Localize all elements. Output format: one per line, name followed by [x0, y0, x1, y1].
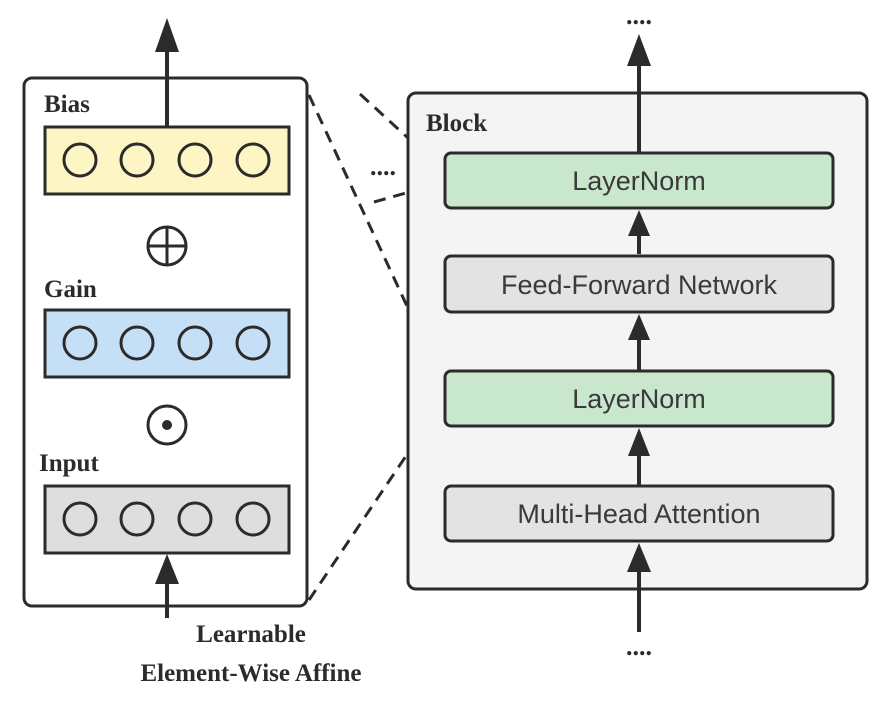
gain-label: Gain — [44, 276, 97, 303]
side-ellipsis: .... — [370, 152, 396, 181]
multi-head-attention-box — [443, 484, 835, 543]
feed-forward-box — [443, 254, 835, 314]
input-element — [62, 501, 98, 537]
bias-element — [119, 142, 155, 178]
bias-label: Bias — [44, 91, 90, 118]
input-vector — [43, 484, 291, 555]
bias-element — [235, 142, 271, 178]
input-element — [177, 501, 213, 537]
gain-element — [62, 325, 98, 361]
input-vector-elements — [62, 501, 271, 537]
caption-line-2: Element-Wise Affine — [140, 660, 361, 687]
layernorm-to-ffn-arrowhead — [628, 314, 650, 340]
bias-output-arrowhead — [155, 18, 179, 52]
block-input-arrowhead — [627, 543, 651, 572]
bias-element — [62, 142, 98, 178]
gain-vector-elements — [62, 325, 271, 361]
caption-line-1: Learnable — [196, 621, 306, 648]
bias-element — [177, 142, 213, 178]
ffn-to-layernorm-arrowhead — [628, 210, 650, 236]
attention-to-layernorm-arrowhead — [628, 428, 650, 456]
block-title: Block — [426, 110, 487, 137]
gain-element — [119, 325, 155, 361]
multi-head-attention-label: Multi-Head Attention — [517, 499, 760, 529]
input-arrowhead — [155, 554, 179, 584]
input-element — [119, 501, 155, 537]
feed-forward-label: Feed-Forward Network — [501, 270, 778, 300]
multiply-operator-icon — [146, 404, 188, 446]
layernorm-bottom-label: LayerNorm — [572, 384, 706, 414]
bottom-ellipsis: .... — [626, 632, 652, 661]
layernorm-top-label: LayerNorm — [572, 166, 706, 196]
layernorm-bottom-box — [443, 369, 835, 428]
top-ellipsis: .... — [626, 1, 652, 30]
gain-element — [235, 325, 271, 361]
bias-vector — [43, 125, 291, 196]
layernorm-top-box — [443, 151, 835, 210]
gain-vector — [43, 308, 291, 379]
bias-vector-elements — [62, 142, 271, 178]
add-operator-icon — [146, 225, 188, 267]
input-element — [235, 501, 271, 537]
gain-element — [177, 325, 213, 361]
input-label: Input — [39, 450, 99, 477]
block-output-arrowhead — [627, 34, 651, 66]
